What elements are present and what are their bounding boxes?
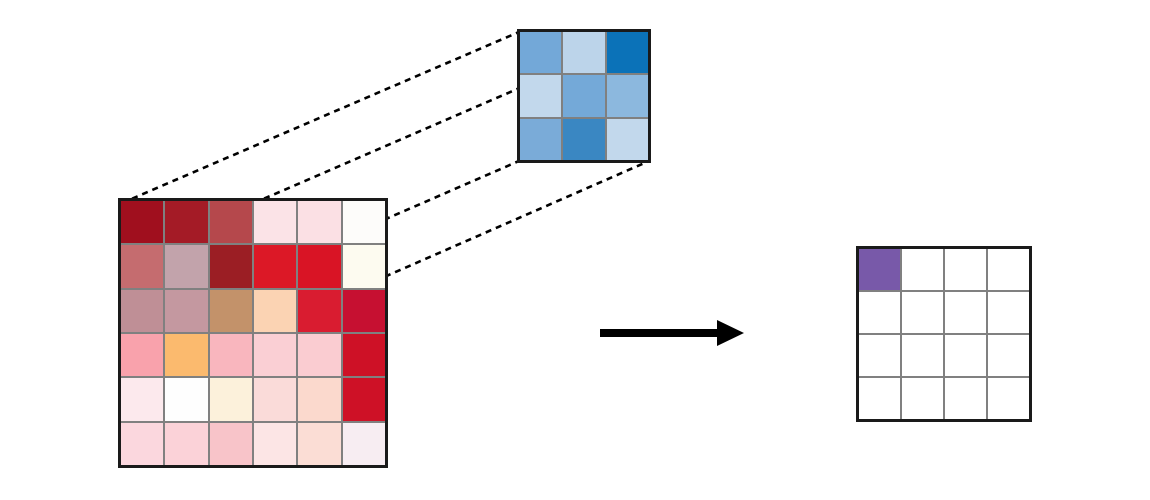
input-feature-map-cell-r0-c2 <box>209 201 252 244</box>
input-feature-map-cell-r5-c0 <box>121 422 164 465</box>
input-feature-map-cell-r3-c2 <box>209 333 252 377</box>
input-feature-map-cell-r2-c0 <box>121 289 164 332</box>
output-feature-map-cell-r3-c2 <box>945 378 986 419</box>
input-feature-map-grid <box>118 198 388 468</box>
input-feature-map-cell-r2-c3 <box>253 289 297 332</box>
input-feature-map-cell-r3-c5 <box>342 333 385 377</box>
output-feature-map-cell-r3-c1 <box>902 378 943 419</box>
kernel-cell-r1-c2 <box>606 75 648 117</box>
input-feature-map-cell-r5-c1 <box>165 422 208 465</box>
kernel-cell-r0-c1 <box>563 32 605 74</box>
kernel-cell-r2-c0 <box>520 118 562 160</box>
input-feature-map-cell-r2-c2 <box>209 289 252 332</box>
output-feature-map-cell-r1-c1 <box>902 292 943 333</box>
output-feature-map-grid <box>856 246 1032 422</box>
input-feature-map-cell-r5-c2 <box>209 422 252 465</box>
output-feature-map-cell-r2-c1 <box>902 335 943 376</box>
input-feature-map-cell-r5-c5 <box>342 422 385 465</box>
input-feature-map-cell-r0-c3 <box>253 201 297 244</box>
input-feature-map-cell-r4-c0 <box>121 378 164 421</box>
kernel-cell-r1-c1 <box>563 75 605 117</box>
input-feature-map-cell-r3-c4 <box>298 333 341 377</box>
input-feature-map-cell-r4-c5 <box>342 378 385 421</box>
kernel-cell-r2-c1 <box>563 118 605 160</box>
input-feature-map-cell-r3-c0 <box>121 333 164 377</box>
input-feature-map-cell-r4-c2 <box>209 378 252 421</box>
output-feature-map-cell-r0-c0 <box>859 249 900 290</box>
output-feature-map-cell-r0-c2 <box>945 249 986 290</box>
input-feature-map-cell-r5-c3 <box>253 422 297 465</box>
input-feature-map-cell-r4-c3 <box>253 378 297 421</box>
kernel-cell-r0-c0 <box>520 32 562 74</box>
kernel-grid <box>517 29 651 163</box>
output-feature-map-cell-r2-c2 <box>945 335 986 376</box>
output-feature-map-cell-r2-c3 <box>988 335 1029 376</box>
input-feature-map-cell-r1-c2 <box>209 245 252 288</box>
input-feature-map-cell-r1-c4 <box>298 245 341 288</box>
kernel-cell-r0-c2 <box>606 32 648 74</box>
input-feature-map-cell-r5-c4 <box>298 422 341 465</box>
patch-to-kernel-line-top-left <box>121 30 520 205</box>
output-feature-map-cell-r3-c3 <box>988 378 1029 419</box>
output-feature-map-cell-r0-c3 <box>988 249 1029 290</box>
input-feature-map-cell-r3-c1 <box>165 333 208 377</box>
output-feature-map-cell-r1-c0 <box>859 292 900 333</box>
output-feature-map-cell-r3-c0 <box>859 378 900 419</box>
output-feature-map-cell-r0-c1 <box>902 249 943 290</box>
kernel-cell-r1-c0 <box>520 75 562 117</box>
output-feature-map-cell-r1-c2 <box>945 292 986 333</box>
patch-to-kernel-line-top-right <box>253 30 650 205</box>
right-arrow-icon <box>600 320 744 346</box>
input-feature-map-cell-r0-c0 <box>121 201 164 244</box>
input-feature-map-cell-r1-c5 <box>342 245 385 288</box>
output-feature-map-cell-r1-c3 <box>988 292 1029 333</box>
input-feature-map-cell-r0-c5 <box>342 201 385 244</box>
input-feature-map-cell-r4-c1 <box>165 378 208 421</box>
input-feature-map-cell-r1-c1 <box>165 245 208 288</box>
input-feature-map-cell-r2-c1 <box>165 289 208 332</box>
output-feature-map-cell-r2-c0 <box>859 335 900 376</box>
input-feature-map-cell-r2-c4 <box>298 289 341 332</box>
input-feature-map-cell-r1-c3 <box>253 245 297 288</box>
input-feature-map-cell-r2-c5 <box>342 289 385 332</box>
kernel-cell-r2-c2 <box>606 118 648 160</box>
input-feature-map-cell-r3-c3 <box>253 333 297 377</box>
input-feature-map-cell-r0-c4 <box>298 201 341 244</box>
input-feature-map-cell-r1-c0 <box>121 245 164 288</box>
input-feature-map-cell-r4-c4 <box>298 378 341 421</box>
input-feature-map-cell-r0-c1 <box>165 201 208 244</box>
